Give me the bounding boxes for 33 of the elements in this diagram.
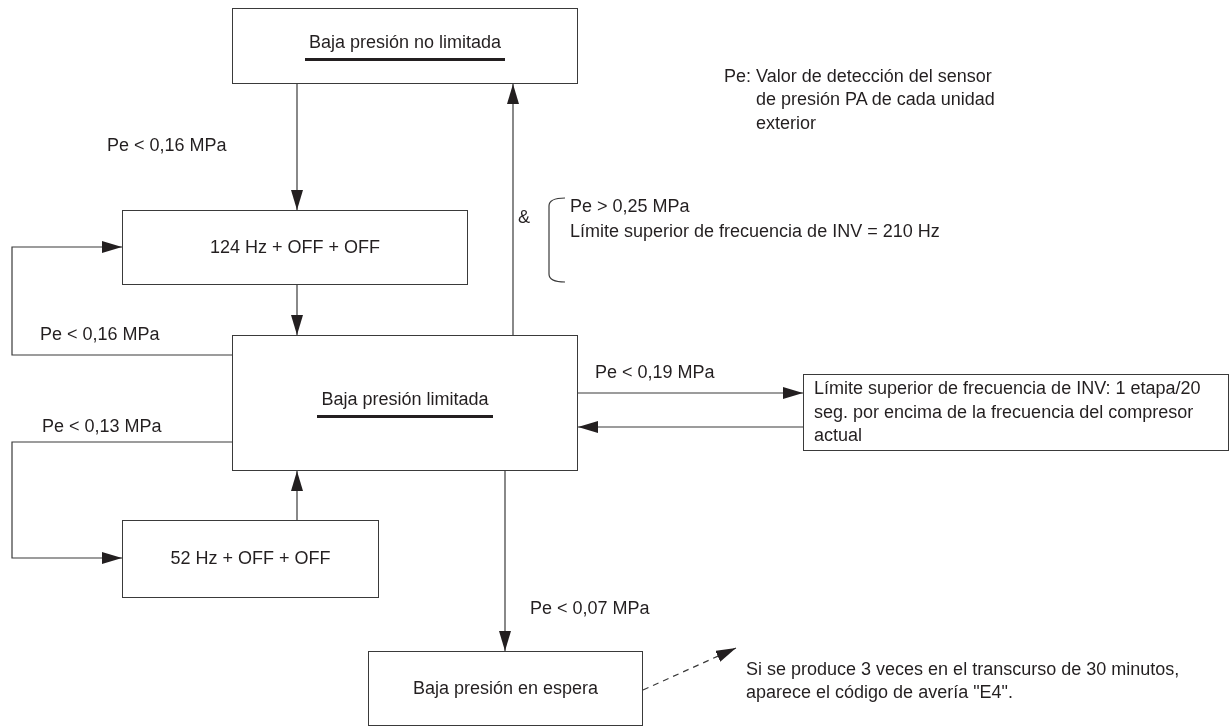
arrow (291, 83, 303, 211)
edge-label: Pe < 0,13 MPa (42, 416, 162, 437)
process-box (232, 335, 578, 471)
arrow (11, 441, 233, 564)
arrow (11, 241, 233, 356)
edge-label: Pe < 0,16 MPa (107, 135, 227, 156)
arrow (291, 284, 303, 336)
arrow (577, 421, 804, 433)
arrow (577, 387, 804, 399)
note-text: & (518, 206, 530, 229)
process-box (368, 651, 643, 726)
process-box (122, 210, 468, 285)
arrow (499, 470, 511, 652)
note-text: Si se produce 3 veces en el transcurso de 30 minutos, aparece el código de avería "E4". (746, 657, 1181, 704)
box-label: 52 Hz + OFF + OFF (170, 547, 331, 571)
dashed-arrow (642, 647, 737, 691)
note-text: Límite superior de frecuencia de INV = 210 Hz (570, 220, 940, 243)
edge-label: Pe < 0,07 MPa (530, 598, 650, 619)
arrow (291, 470, 303, 521)
edge-label: Pe < 0,19 MPa (595, 362, 715, 383)
arrow (507, 83, 519, 336)
box-label: Baja presión no limitada (304, 30, 506, 62)
process-box (122, 520, 379, 598)
note-text: Pe: (724, 65, 752, 88)
note-text: Valor de detección del sensor de presión PA de cada unidad exterior (756, 65, 996, 135)
process-box (232, 8, 578, 84)
box-label: Límite superior de frecuencia de INV: 1 etapa/20 seg. por encima de la frecuencia del compresor actual (814, 377, 1202, 448)
box-label: Baja presión limitada (317, 387, 493, 419)
edge-label: Pe < 0,16 MPa (40, 324, 160, 345)
process-box (803, 374, 1229, 451)
note-text: Pe > 0,25 MPa (570, 195, 690, 218)
box-label: Baja presión en espera (412, 676, 599, 700)
box-label: 124 Hz + OFF + OFF (209, 235, 380, 259)
